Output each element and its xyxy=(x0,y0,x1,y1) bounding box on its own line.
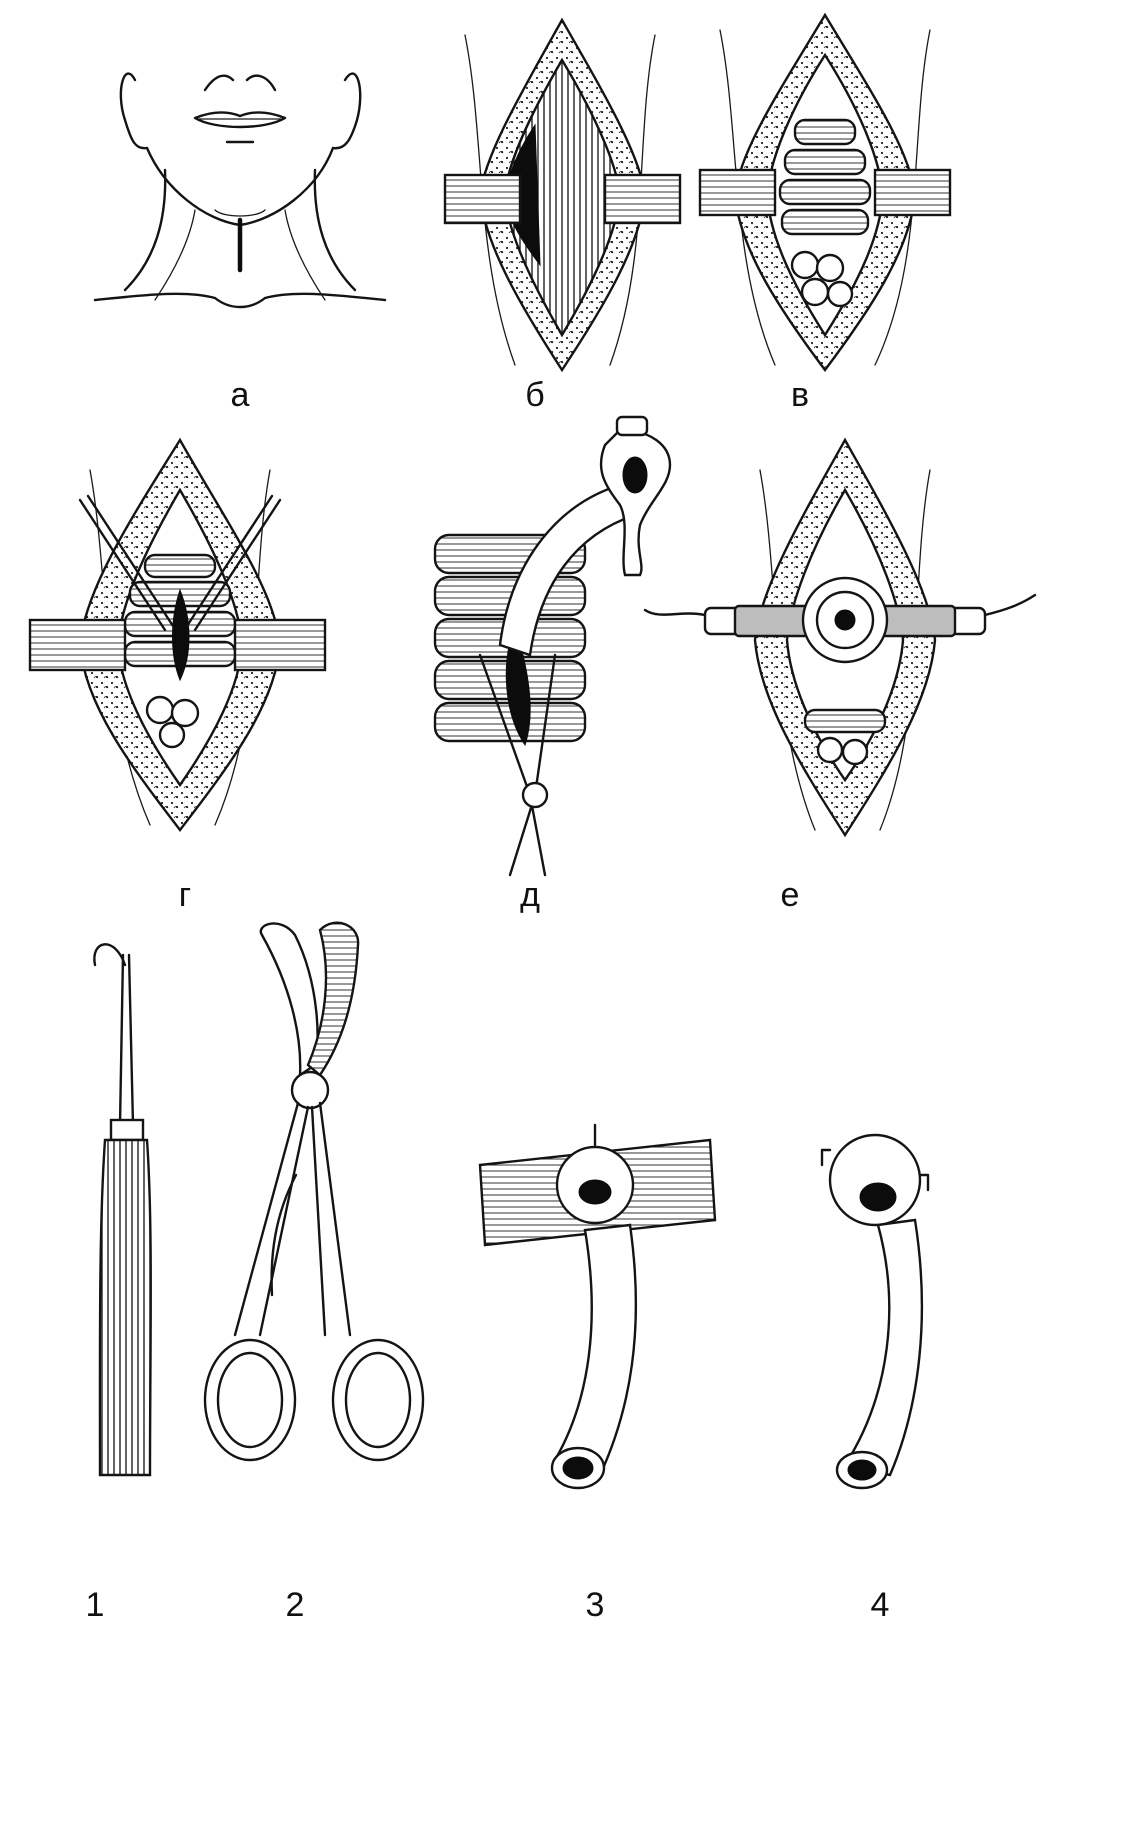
tracheostomy-cannula-icon xyxy=(820,1133,930,1490)
exposed-trachea-icon xyxy=(698,12,952,373)
tracheal-incision-icon xyxy=(28,437,327,832)
instrument-4-cannula xyxy=(800,1125,960,1525)
exposed-muscles-icon xyxy=(443,17,682,373)
panel-b-exposed-muscles xyxy=(443,15,682,375)
panel-e-cannula-in-place xyxy=(643,430,1037,840)
panel-g-tracheal-incision xyxy=(28,430,327,835)
panel-label-b: б xyxy=(525,376,545,414)
panel-label-d: д xyxy=(520,876,540,914)
instrument-2-trousseau-dilator xyxy=(200,915,460,1515)
instrument-3-cannula-with-plate xyxy=(470,1120,720,1520)
panel-label-v: в xyxy=(790,376,810,414)
trousseau-dilator-icon xyxy=(203,921,425,1462)
cannula-insertion-icon xyxy=(433,415,672,877)
panel-v-exposed-trachea xyxy=(698,10,952,375)
panel-a-neck-incision xyxy=(93,20,387,320)
instrument-label-1: 1 xyxy=(85,1586,105,1624)
tracheostomy-cannula-with-plate-icon xyxy=(478,1123,717,1490)
instrument-label-4: 4 xyxy=(870,1586,890,1624)
panel-label-g: г xyxy=(178,876,192,914)
instrument-label-3: 3 xyxy=(585,1586,605,1624)
instrument-label-2: 2 xyxy=(285,1586,305,1624)
panel-d-cannula-insertion xyxy=(433,415,690,880)
neck-incision-icon xyxy=(93,72,387,309)
sharp-hook-icon xyxy=(93,943,152,1477)
panel-label-a: а xyxy=(230,376,250,414)
cannula-in-place-icon xyxy=(643,437,1037,838)
panel-label-e: е xyxy=(780,876,800,914)
instrument-1-sharp-hook xyxy=(75,925,165,1500)
